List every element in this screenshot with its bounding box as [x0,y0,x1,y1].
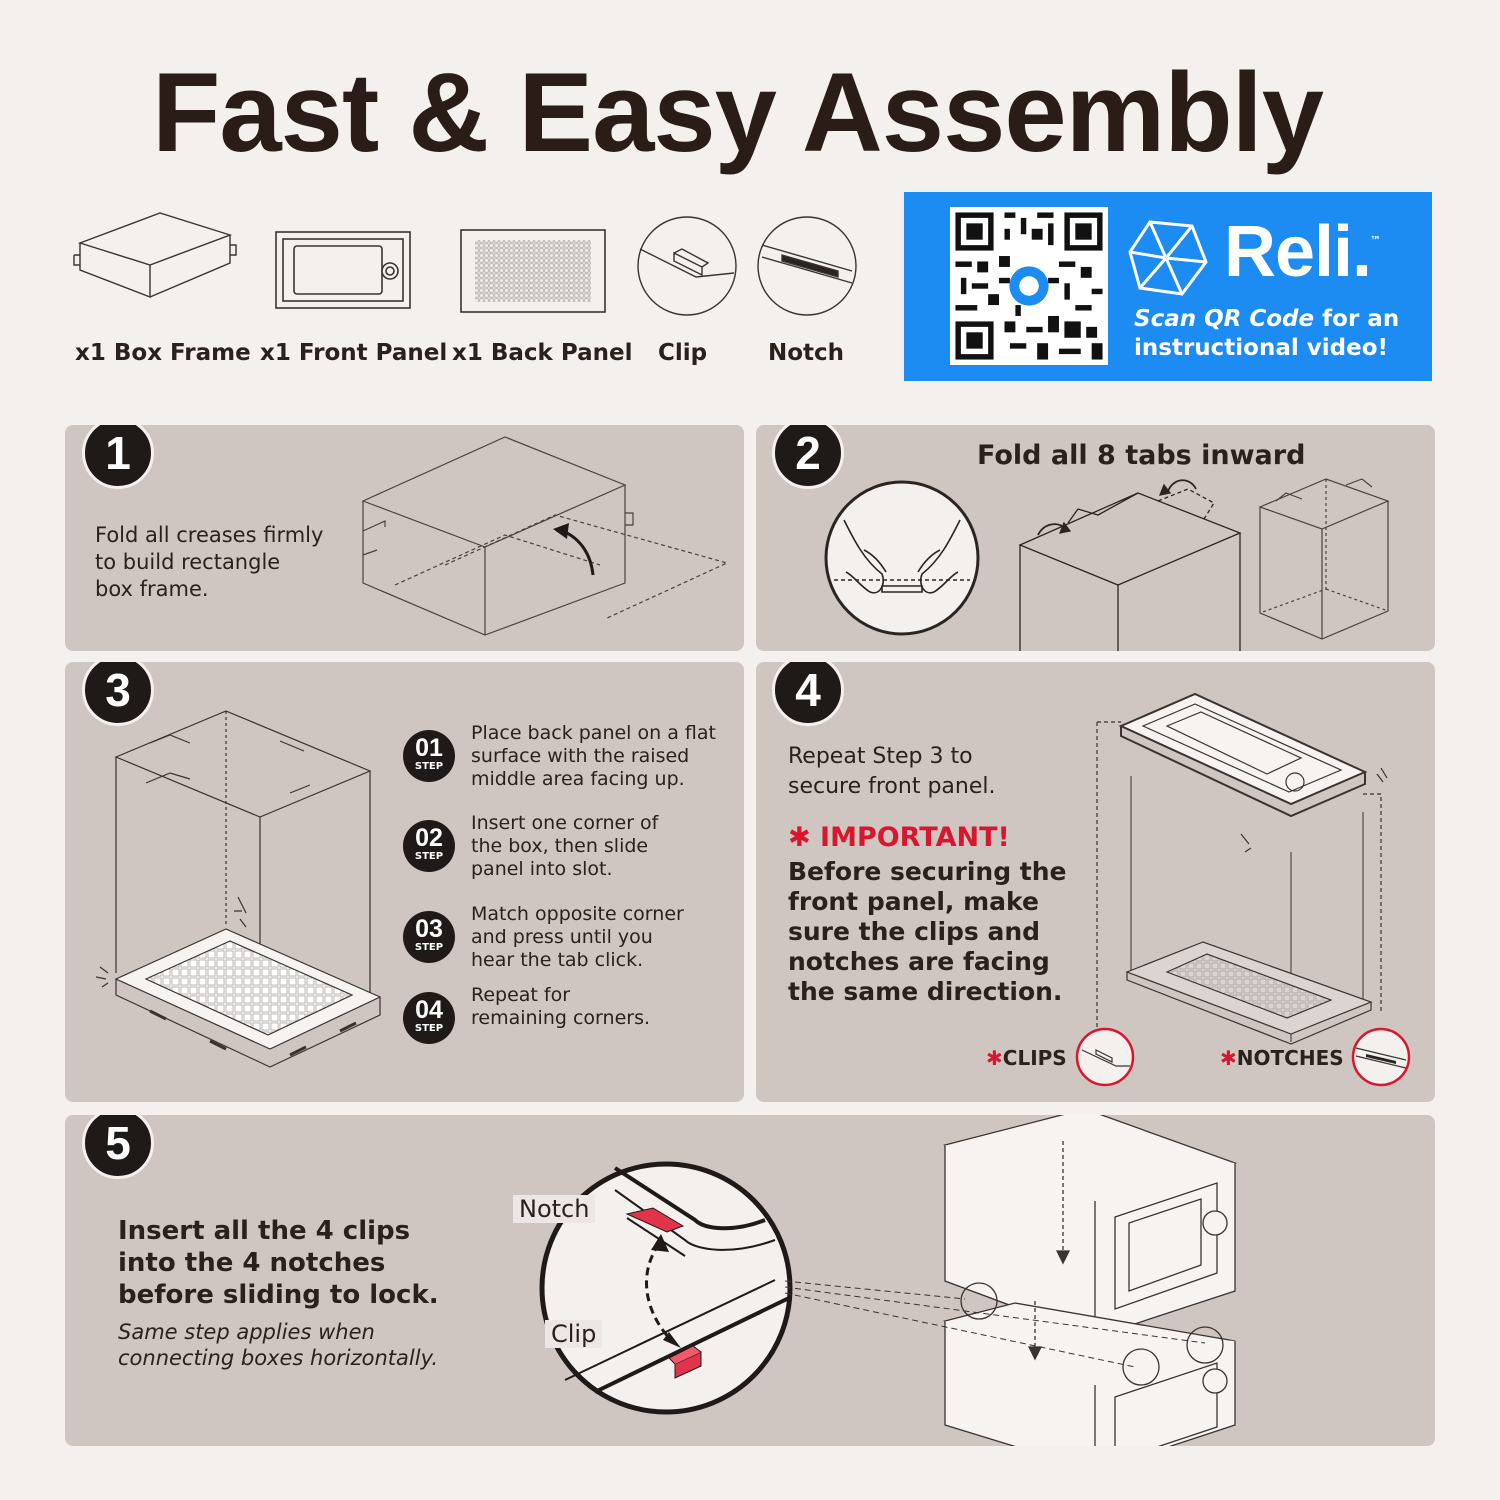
sub-step-03-text: Match opposite corner and press until yo… [471,903,684,971]
qr-caption-line1: Scan QR Code for an [1134,306,1400,332]
step-4-panel: 4 Repeat Step 3 to secure front panel. ✱… [756,662,1435,1102]
folded-frame-illustration [1258,478,1390,640]
clips-label: ✱CLIPS [986,1046,1067,1070]
part-label-front-panel: x1 Front Panel [260,340,448,366]
step-3-badge: 3 [82,662,154,726]
step-5-note: Same step applies when connecting boxes … [118,1320,439,1370]
notch-icon [756,215,858,317]
step-1-badge: 1 [82,425,154,489]
step-1-instructions: Fold all creases firmly to build rectang… [95,523,324,601]
back-panel-icon [459,228,607,314]
clip-notch-zoom-illustration [539,1161,793,1415]
hands-folding-illustration [824,480,980,636]
step-5-panel: 5 Insert all the 4 clips into the 4 notc… [65,1115,1435,1446]
step-2-badge: 2 [772,425,844,489]
back-panel-insert-illustration [95,710,382,1068]
clip-callout: Clip [545,1320,603,1348]
part-label-box-frame: x1 Box Frame [75,340,251,366]
tabs-fold-illustration [1018,479,1242,651]
sub-step-02-text: Insert one corner of the box, then slide… [471,812,659,880]
page-title: Fast & Easy Assembly [151,50,1324,175]
front-panel-icon [274,230,412,310]
reli-logo-icon [1126,218,1210,302]
step-4-instructions: Repeat Step 3 to secure front panel. [788,744,996,799]
sub-step-04-text: Repeat for remaining corners. [471,984,651,1029]
step-5-instructions: Insert all the 4 clips into the 4 notche… [118,1216,439,1310]
qr-promo-banner[interactable]: Reli. ™ Scan QR Code for an instructiona… [904,192,1432,381]
step-5-badge: 5 [82,1115,154,1179]
important-text: Before securing the front panel, make su… [788,857,1067,1006]
sub-step-01-text: Place back panel on a flat surface with … [471,722,716,790]
part-label-clip: Clip [658,340,708,366]
fold-frame-illustration [361,436,729,636]
clip-icon [636,215,738,317]
important-label: ✱ IMPORTANT! [788,822,1010,853]
step-2-heading: Fold all 8 tabs inward [977,440,1306,471]
notches-label: ✱NOTCHES [1220,1046,1344,1070]
trademark-mark: ™ [1370,234,1381,247]
brand-name: Reli. [1224,212,1372,292]
notch-callout: Notch [513,1195,596,1223]
box-frame-icon [72,205,237,300]
notch-detail-icon [1351,1027,1411,1087]
front-panel-attach-illustration [1096,692,1388,1045]
step-2-panel: 2 Fold all 8 tabs inward [756,425,1435,651]
step-4-badge: 4 [772,662,844,726]
part-label-back-panel: x1 Back Panel [452,340,633,366]
qr-code-image[interactable] [950,207,1108,365]
qr-caption-line2: instructional video! [1134,335,1388,361]
step-1-panel: 1 Fold all creases firmly to build recta… [65,425,744,651]
part-label-notch: Notch [768,340,845,366]
stacked-boxes-illustration [784,1115,1238,1446]
clip-detail-icon [1075,1027,1135,1087]
